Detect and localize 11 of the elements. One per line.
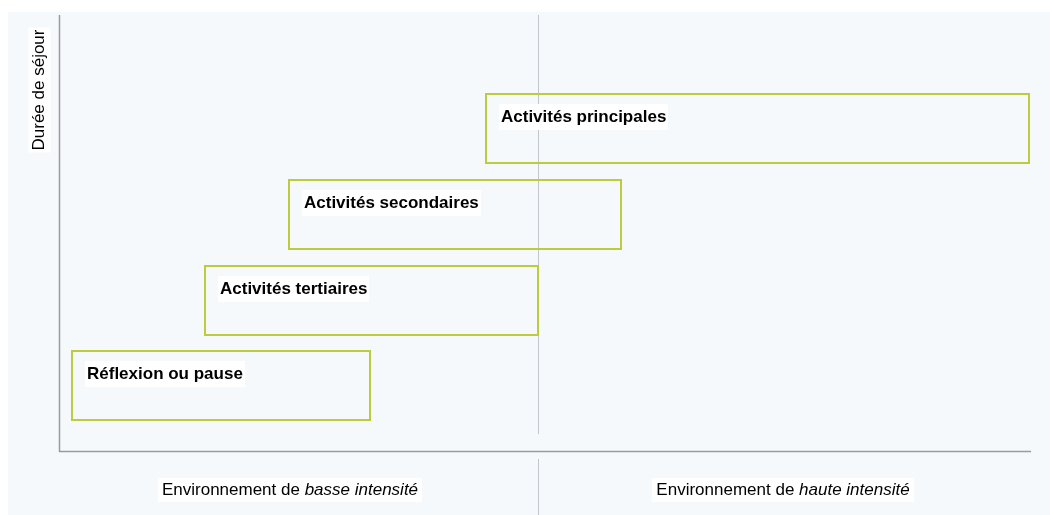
activity-label: Activités tertiaires (218, 276, 370, 302)
activity-label: Activités principales (499, 104, 669, 130)
x-axis-label: Environnement de basse intensité (157, 478, 423, 502)
x-axis-label: Environnement de haute intensité (652, 478, 914, 502)
activity-label: Activités secondaires (302, 190, 481, 216)
activity-label: Réflexion ou pause (85, 361, 245, 387)
activity-box (71, 350, 371, 421)
activity-box (485, 93, 1030, 164)
activity-box (204, 265, 539, 336)
activity-box (288, 179, 622, 250)
y-axis-label: Durée de séjour (28, 27, 50, 153)
